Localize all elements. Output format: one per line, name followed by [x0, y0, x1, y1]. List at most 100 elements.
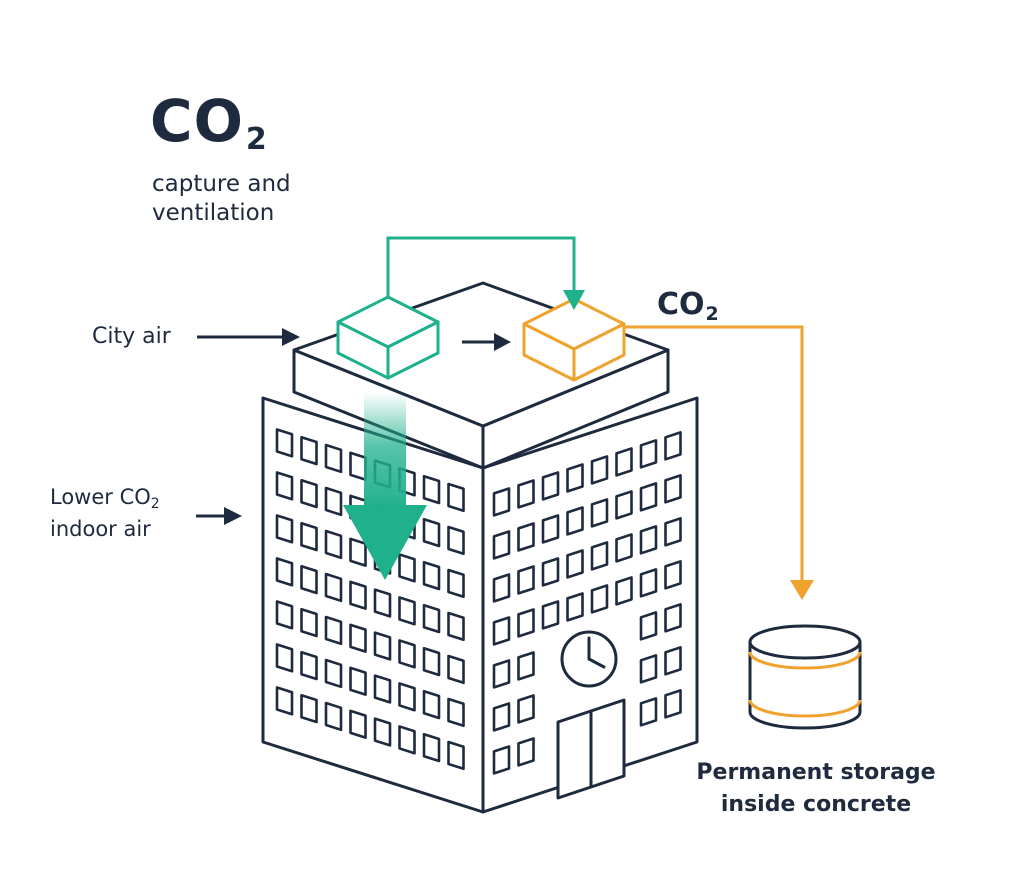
co2-stream-label: CO2	[657, 287, 719, 325]
window	[324, 615, 343, 646]
window	[422, 732, 441, 763]
down-arrow-icon	[343, 392, 427, 580]
window	[492, 702, 511, 732]
window	[349, 623, 367, 653]
window	[373, 588, 392, 618]
window	[590, 541, 609, 571]
window	[492, 659, 511, 689]
window	[664, 603, 682, 633]
window	[300, 607, 318, 638]
window	[590, 498, 609, 528]
city-air-label: City air	[92, 324, 171, 349]
window	[324, 658, 343, 689]
co2-title: CO2	[150, 87, 268, 157]
window	[639, 482, 658, 512]
window	[300, 650, 318, 681]
window	[590, 584, 609, 614]
window	[639, 439, 658, 469]
window	[349, 451, 367, 481]
window	[422, 517, 441, 548]
window	[492, 487, 511, 517]
window	[492, 573, 511, 603]
window	[422, 646, 441, 677]
window	[664, 517, 682, 547]
window	[324, 701, 343, 732]
window	[664, 689, 682, 719]
right-windows	[492, 431, 682, 775]
window	[639, 525, 658, 555]
window	[615, 533, 633, 563]
window	[664, 560, 682, 590]
window	[447, 568, 465, 599]
window	[373, 631, 392, 661]
window	[373, 717, 392, 747]
window	[398, 553, 416, 583]
window	[398, 596, 416, 626]
window	[541, 471, 560, 501]
clock-icon	[560, 630, 618, 688]
window	[275, 557, 294, 587]
window	[639, 568, 658, 598]
window	[615, 490, 633, 520]
window	[349, 709, 367, 739]
window	[300, 693, 318, 724]
window	[615, 447, 633, 477]
window	[398, 682, 416, 712]
window	[590, 455, 609, 485]
window	[615, 576, 633, 606]
window	[275, 514, 294, 544]
co2-pipe-arrow	[624, 325, 814, 600]
window	[275, 686, 294, 716]
window	[447, 654, 465, 685]
window	[275, 428, 294, 458]
window	[349, 537, 367, 567]
window	[398, 639, 416, 669]
window	[398, 725, 416, 755]
window	[492, 616, 511, 646]
window	[664, 646, 682, 676]
window	[324, 572, 343, 603]
window	[324, 443, 343, 474]
door	[556, 698, 626, 800]
window	[300, 521, 318, 552]
window	[517, 522, 535, 552]
window	[275, 600, 294, 630]
window	[566, 506, 584, 536]
window	[300, 478, 318, 509]
city-air-arrow-icon	[197, 328, 300, 346]
window	[541, 514, 560, 544]
window	[566, 549, 584, 579]
window	[517, 737, 535, 767]
window	[639, 611, 658, 641]
window	[517, 479, 535, 509]
window	[373, 674, 392, 704]
window	[324, 529, 343, 560]
window	[300, 564, 318, 595]
window	[639, 654, 658, 684]
teal-loop-arrow	[386, 236, 585, 310]
storage-cylinder-icon	[748, 624, 862, 730]
window	[517, 608, 535, 638]
window	[349, 666, 367, 696]
window	[422, 474, 441, 505]
window	[447, 482, 465, 513]
capture-unit-box	[336, 295, 440, 380]
window	[447, 611, 465, 642]
window	[517, 565, 535, 595]
window	[447, 525, 465, 556]
permanent-storage-label: Permanent storage inside concrete	[696, 760, 936, 817]
window	[664, 474, 682, 504]
co2-unit-box	[522, 297, 626, 382]
window	[517, 694, 535, 724]
window	[517, 651, 535, 681]
window	[492, 530, 511, 560]
window	[639, 697, 658, 727]
window	[447, 697, 465, 728]
lower-co2-indoor-air-label: Lower CO2 indoor air	[50, 485, 160, 541]
window	[566, 463, 584, 493]
window	[324, 486, 343, 517]
window	[349, 580, 367, 610]
window	[300, 435, 318, 466]
window	[422, 560, 441, 591]
